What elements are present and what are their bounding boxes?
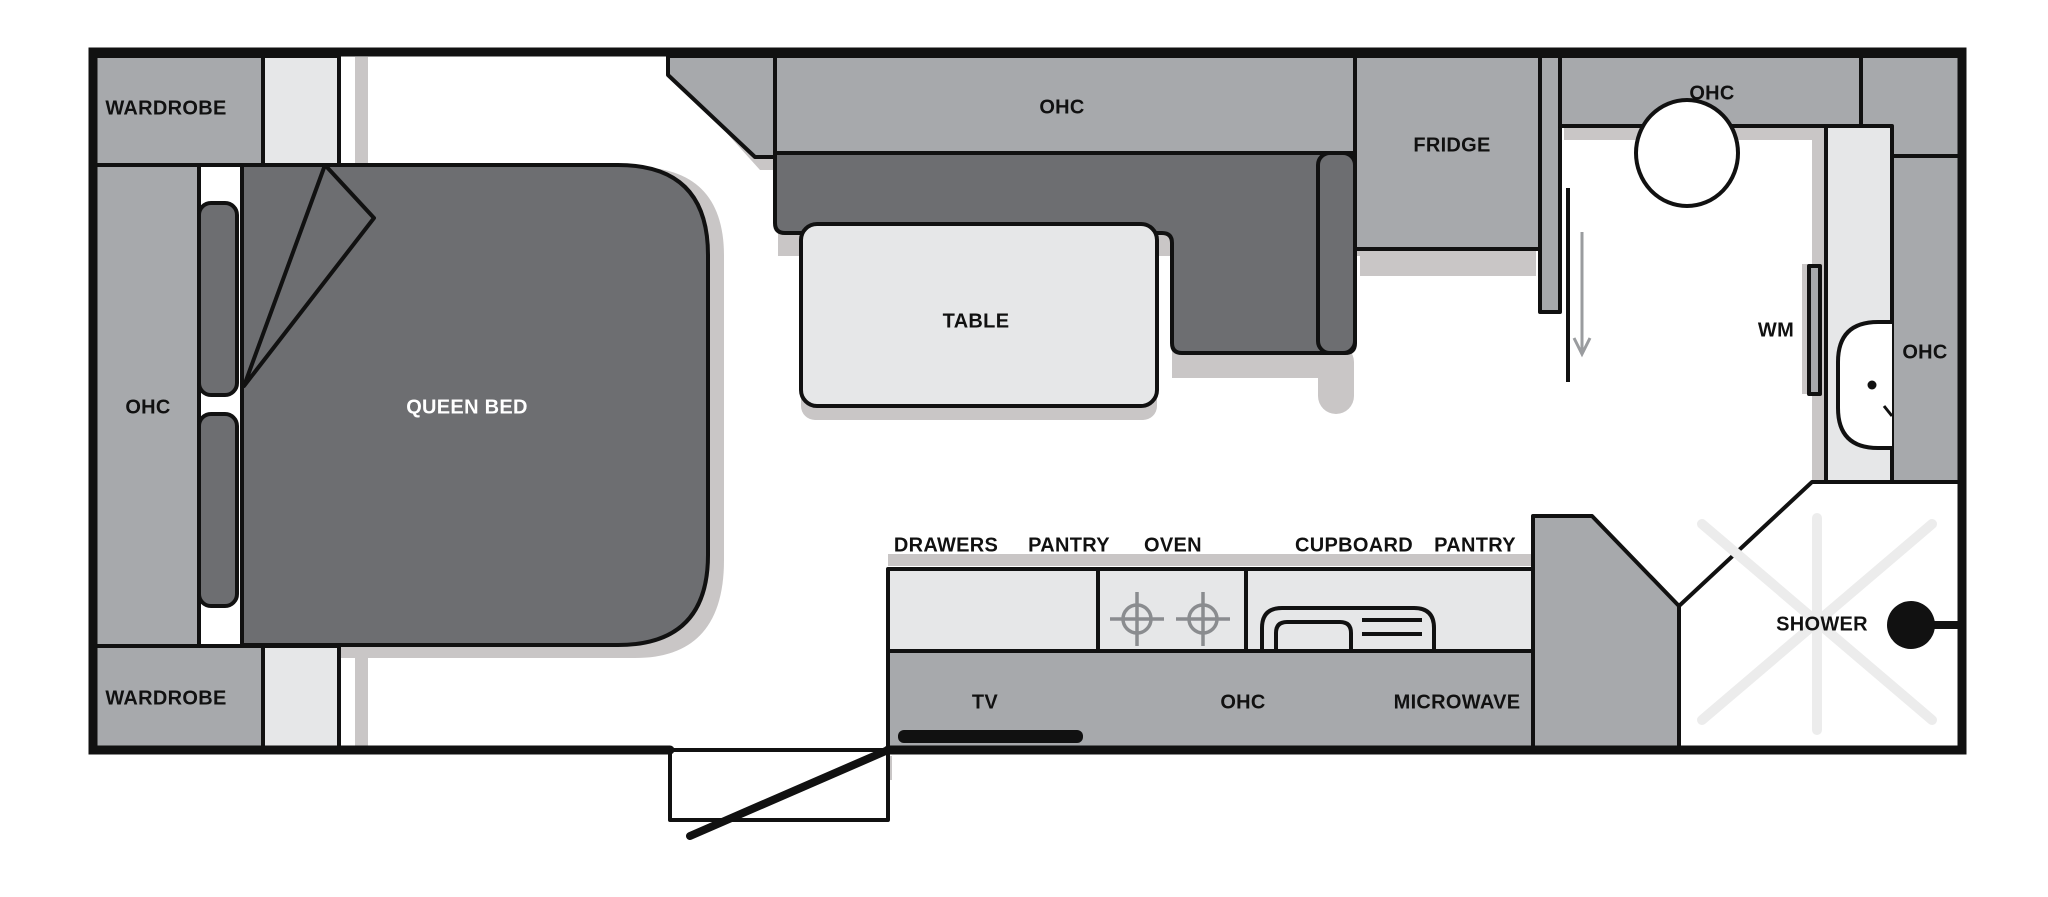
basin <box>1836 320 1892 450</box>
label-fridge: FRIDGE <box>1413 134 1490 156</box>
bed-fold <box>242 163 376 388</box>
label-wardrobe-top: WARDROBE <box>105 97 226 119</box>
bedhead-pad-bottom <box>197 412 239 608</box>
fridge-partition <box>1538 54 1562 314</box>
tv-panel <box>898 730 1083 743</box>
entry-door-swing <box>686 746 892 840</box>
label-pantry-left: PANTRY <box>1028 534 1110 556</box>
basin-drain-icon <box>1867 380 1877 390</box>
fixtures <box>91 54 1964 822</box>
toilet-bowl <box>1634 98 1740 208</box>
wardrobe-top-block <box>91 54 265 167</box>
label-microwave: MICROWAVE <box>1394 691 1521 713</box>
label-ohc-bathroom-top: OHC <box>1689 82 1734 104</box>
ohc-left-block <box>91 163 201 648</box>
corner-cabinet <box>666 54 777 159</box>
label-shower: SHOWER <box>1776 613 1868 635</box>
label-ohc-bottom: OHC <box>1220 691 1265 713</box>
bedhead-pad-top <box>197 201 239 397</box>
label-pantry-right: PANTRY <box>1434 534 1516 556</box>
wardrobe-bottom-hanging <box>261 644 341 752</box>
table <box>799 222 1159 408</box>
queen-bed <box>240 163 710 647</box>
lounge-backrest <box>1316 151 1357 355</box>
labels: WARDROBE WARDROBE OHC QUEEN BED OHC TABL… <box>105 82 1947 713</box>
wardrobe-top-hanging <box>261 54 341 167</box>
caravan-outer-wall <box>88 47 1967 755</box>
label-queen-bed: QUEEN BED <box>406 396 528 418</box>
label-wardrobe-bottom: WARDROBE <box>105 687 226 709</box>
kitchen-bench-drawers <box>886 567 1100 653</box>
label-drawers: DRAWERS <box>894 534 998 556</box>
label-ohc-left: OHC <box>125 396 170 418</box>
shower-head-icon <box>1887 601 1962 649</box>
fridge <box>1353 54 1542 251</box>
label-cupboard: CUPBOARD <box>1295 534 1413 556</box>
label-tv: TV <box>972 691 999 713</box>
ohc-right-block <box>1890 154 1964 484</box>
door-slide-arrow-icon <box>1572 232 1592 358</box>
washing-machine <box>1807 264 1822 396</box>
cooktop-burners-icon <box>1110 592 1230 646</box>
sink-icon <box>1260 606 1436 651</box>
label-wm: WM <box>1758 319 1794 341</box>
label-oven: OVEN <box>1144 534 1202 556</box>
shower-floor-cross <box>1697 513 1937 735</box>
basin-tap-icon <box>1882 405 1894 417</box>
label-table: TABLE <box>943 310 1010 332</box>
label-ohc-right: OHC <box>1902 341 1947 363</box>
wedge-cabinet <box>1531 514 1681 752</box>
kitchen-bench-oven <box>1096 567 1248 653</box>
label-ohc-top: OHC <box>1039 96 1084 118</box>
